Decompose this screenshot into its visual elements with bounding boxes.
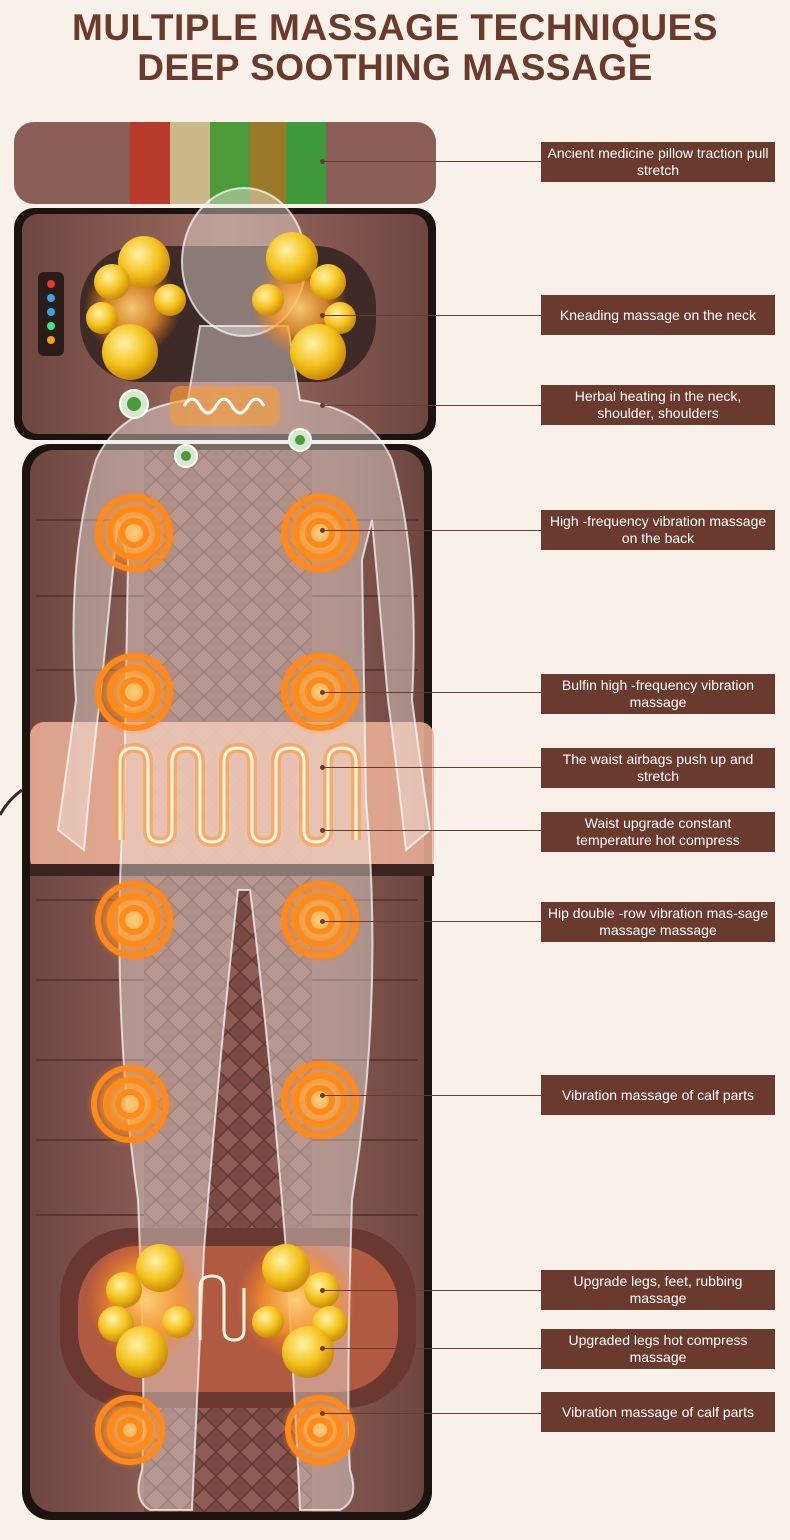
waist-heating-coil-icon bbox=[115, 742, 361, 848]
foot-kneading-ball-icon bbox=[86, 1240, 356, 1378]
power-cord bbox=[0, 788, 23, 816]
neck-heating-coil-icon bbox=[170, 386, 280, 426]
herb-capsule-icon bbox=[119, 389, 312, 468]
callout-back-vibration: High -frequency vibration massage on the… bbox=[541, 510, 775, 550]
callout-pillow: Ancient medicine pillow traction pull st… bbox=[541, 142, 775, 182]
herbal-pillow bbox=[14, 122, 436, 204]
headline-line-2: DEEP SOOTHING MASSAGE bbox=[137, 47, 653, 88]
callout-calf-vibration-lower: Vibration massage of calf parts bbox=[541, 1392, 775, 1432]
callout-feet-rubbing: Upgrade legs, feet, rubbing massage bbox=[541, 1270, 775, 1310]
callout-waist-hot-compress: Waist upgrade constant temperature hot c… bbox=[541, 812, 775, 852]
callout-hip-vibration: Hip double -row vibration mas-sage massa… bbox=[541, 902, 775, 942]
callout-calf-vibration: Vibration massage of calf parts bbox=[541, 1075, 775, 1115]
callout-bulfin-vibration: Bulfin high -frequency vibration massage bbox=[541, 674, 775, 714]
callout-legs-hot-compress: Upgraded legs hot compress massage bbox=[541, 1329, 775, 1369]
vibration-ring-icon bbox=[86, 489, 364, 1470]
remote-control-icon bbox=[38, 272, 64, 356]
callout-waist-airbags: The waist airbags push up and stretch bbox=[541, 748, 775, 788]
kneading-ball-icon bbox=[84, 232, 356, 380]
callout-neck-kneading: Kneading massage on the neck bbox=[541, 295, 775, 335]
callout-neck-heating: Herbal heating in the neck, shoulder, sh… bbox=[541, 385, 775, 425]
headline-line-1: MULTIPLE MASSAGE TECHNIQUES bbox=[72, 7, 718, 48]
